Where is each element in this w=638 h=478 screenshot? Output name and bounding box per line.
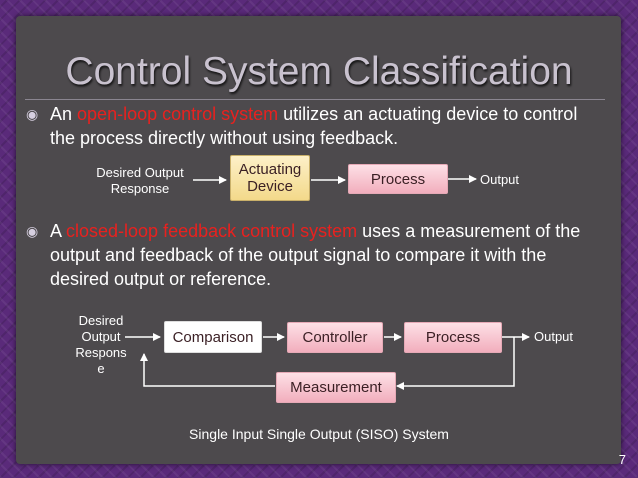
controller-box: Controller xyxy=(287,322,383,353)
open-loop-process-box: Process xyxy=(348,164,448,194)
open-loop-input-label: Desired Output Response xyxy=(96,165,184,196)
slide-title: Control System Classification xyxy=(65,50,573,93)
open-loop-output-label: Output xyxy=(480,172,520,187)
bullet-open-loop-highlight: open-loop control system xyxy=(77,104,279,124)
bullet-open-loop-text: utilizes an actuating device to control … xyxy=(50,104,578,148)
bullet-open-loop: ◉ An open-loop control system utilizes a… xyxy=(26,102,600,150)
bullet-icon: ◉ xyxy=(26,223,39,239)
closed-loop-output-label: Output xyxy=(534,329,574,344)
bullet-closed-loop-highlight: closed-loop feedback control system xyxy=(66,221,358,241)
bullet-open-loop-prefix: An xyxy=(50,104,78,124)
closed-loop-input-label: Desired Output Respons e xyxy=(75,313,127,376)
diagram-caption: Single Input Single Output (SISO) System xyxy=(189,426,449,442)
actuating-device-box: Actuating Device xyxy=(230,155,310,201)
closed-loop-process-box: Process xyxy=(404,322,502,353)
bullet-icon: ◉ xyxy=(26,106,39,122)
bullet-closed-loop-prefix: A xyxy=(50,221,67,241)
comparison-box: Comparison xyxy=(164,321,262,353)
comparison-label: Comparison xyxy=(172,329,254,346)
page-number: 7 xyxy=(618,452,626,467)
feedback-to-comparison-arrow xyxy=(140,353,275,387)
measurement-box: Measurement xyxy=(276,372,396,403)
bullet-closed-loop: ◉ A closed-loop feedback control system … xyxy=(26,219,610,291)
feedback-to-measurement-arrow xyxy=(396,337,515,390)
bullet-closed-loop-text: uses a measurement of the output and fee… xyxy=(50,221,581,289)
title-divider xyxy=(25,99,605,100)
